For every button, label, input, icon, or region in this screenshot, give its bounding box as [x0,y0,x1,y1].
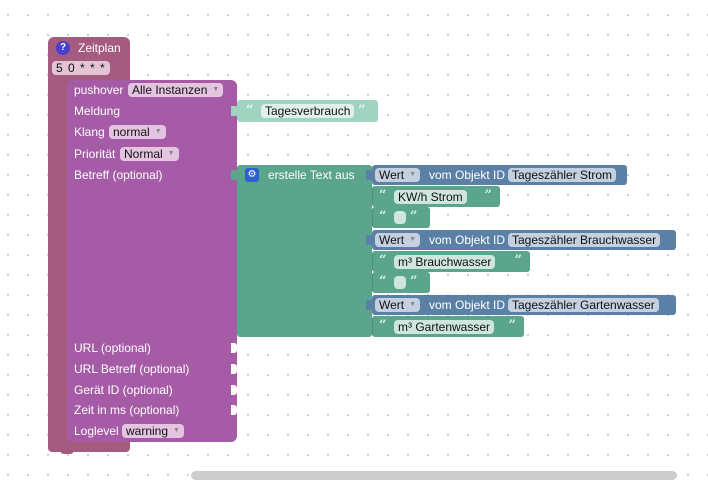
text-join-label: erstelle Text aus [268,168,355,182]
close-quote-icon: ” [514,253,522,268]
url-subject-label: URL Betreff (optional) [74,362,190,376]
text-block[interactable]: “ m³ Gartenwasser ” [372,316,524,337]
mode-value: Wert [379,168,405,182]
mode-value: Wert [379,233,405,247]
object-value-connector [366,300,374,310]
text-block[interactable]: “ m³ Brauchwasser ” [372,251,530,272]
text-block[interactable]: “ ” [372,272,430,293]
close-quote-icon: ” [358,103,366,118]
text-value-field[interactable]: KW/h Strom [394,190,467,204]
sound-label: Klang [74,125,105,139]
mode-value: Wert [379,298,405,312]
close-quote-icon: ” [484,188,492,203]
dropdown-arrow-icon: ▼ [167,150,175,157]
cron-field[interactable]: 5 0 * * * [52,61,110,75]
object-id-field[interactable]: Tageszähler Brauchwasser [508,233,661,247]
open-quote-icon: “ [379,209,387,224]
dropdown-arrow-icon: ▼ [212,86,220,93]
object-value-connector [366,235,374,245]
open-quote-icon: “ [379,318,387,333]
text-join-block[interactable] [237,165,372,337]
mode-dropdown[interactable]: Wert ▼ [375,233,421,247]
url-input-socket[interactable] [231,343,237,353]
pushover-block[interactable] [67,80,237,442]
dropdown-arrow-icon: ▼ [154,128,162,135]
priority-dropdown[interactable]: Normal ▼ [120,147,179,161]
help-icon[interactable]: ? [56,41,70,55]
object-of-label: vom Objekt ID [429,233,506,247]
mode-dropdown[interactable]: Wert ▼ [375,298,421,312]
subject-label: Betreff (optional) [74,168,163,182]
sound-dropdown[interactable]: normal ▼ [109,125,166,139]
object-id-field[interactable]: Tageszähler Strom [508,168,617,182]
open-quote-icon: “ [246,103,254,118]
loglevel-dropdown[interactable]: warning ▼ [122,424,184,438]
message-text-connector [231,106,239,116]
text-value-field[interactable] [394,276,406,289]
time-label: Zeit in ms (optional) [74,403,180,417]
dropdown-arrow-icon: ▼ [409,301,417,308]
priority-label: Priorität [74,147,116,161]
open-quote-icon: “ [379,274,387,289]
dropdown-arrow-icon: ▼ [409,236,417,243]
close-quote-icon: ” [410,274,418,289]
schedule-title: Zeitplan [78,41,121,55]
close-quote-icon: ” [508,318,516,333]
sound-value: normal [113,125,150,139]
text-value-field[interactable]: m³ Brauchwasser [394,255,496,269]
mode-dropdown[interactable]: Wert ▼ [375,168,421,182]
priority-value: Normal [124,147,163,161]
device-input-socket[interactable] [231,385,237,395]
object-value-connector [366,170,374,180]
instance-dropdown[interactable]: Alle Instanzen ▼ [128,83,224,97]
message-text-value[interactable]: Tagesverbrauch [261,104,355,118]
gear-icon[interactable]: ⚙ [245,168,259,182]
instance-value: Alle Instanzen [132,83,208,97]
open-quote-icon: “ [379,188,387,203]
dropdown-arrow-icon: ▼ [409,171,417,178]
pushover-label: pushover [74,83,124,97]
device-label: Gerät ID (optional) [74,383,173,397]
text-value-field[interactable] [394,211,406,224]
object-of-label: vom Objekt ID [429,168,506,182]
object-id-field[interactable]: Tageszähler Gartenwasser [508,298,659,312]
text-value-field[interactable]: m³ Gartenwasser [394,320,495,334]
text-block[interactable]: “ ” [372,207,430,228]
schedule-block-bottom-tab [60,448,74,454]
loglevel-value: warning [126,424,169,438]
close-quote-icon: ” [410,209,418,224]
url-subject-input-socket[interactable] [231,364,237,374]
url-label: URL (optional) [74,341,151,355]
message-label: Meldung [74,104,121,118]
time-input-socket[interactable] [231,405,237,415]
loglevel-label: Loglevel [74,424,119,438]
dropdown-arrow-icon: ▼ [173,427,180,434]
open-quote-icon: “ [379,253,387,268]
text-block[interactable]: “ KW/h Strom ” [372,186,500,207]
object-of-label: vom Objekt ID [429,298,506,312]
horizontal-scrollbar[interactable] [191,471,677,480]
text-join-connector [231,170,239,180]
